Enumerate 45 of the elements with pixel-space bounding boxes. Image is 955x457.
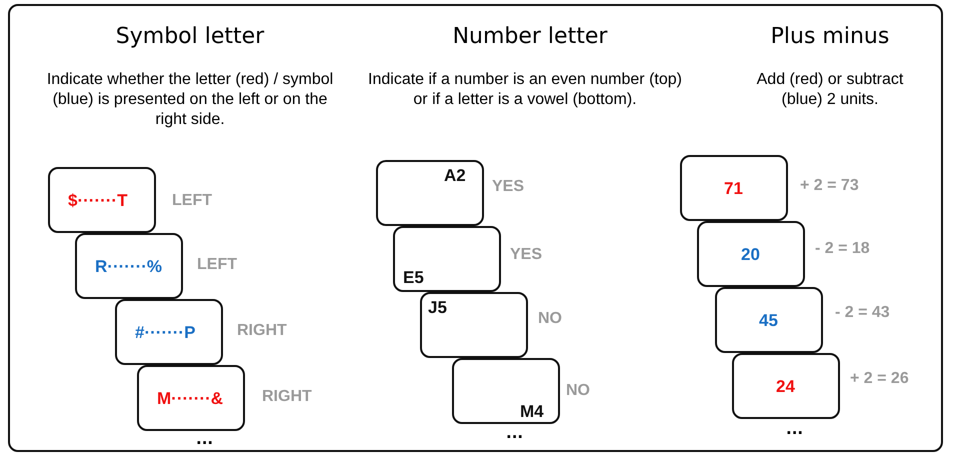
instruction-text: Add (red) or subtract (blue) 2 units. <box>756 70 904 110</box>
response-label: YES <box>510 246 542 264</box>
response-label: - 2 = 18 <box>815 240 870 258</box>
ellipsis: ... <box>506 424 524 442</box>
section-heading: Symbol letter <box>114 24 266 49</box>
stimulus-card <box>715 287 823 353</box>
stimulus-text: E5 <box>403 268 424 288</box>
instruction-text: Indicate whether the letter (red) / symbol (blue) is presented on the left or on the right side. <box>46 70 334 130</box>
stimulus-text: R·······% <box>95 257 162 277</box>
response-label: NO <box>538 310 562 328</box>
stimulus-card <box>137 365 245 431</box>
instruction-text: Indicate if a number is an even number (top) or if a letter is a vowel (bottom). <box>367 70 683 110</box>
stimulus-card <box>48 167 156 233</box>
stimulus-text: M4 <box>520 402 544 422</box>
stimulus-card <box>452 358 560 424</box>
stimulus-card <box>697 221 805 287</box>
response-label: NO <box>566 382 590 400</box>
response-label: RIGHT <box>237 322 287 340</box>
section-heading: Number letter <box>452 24 608 49</box>
response-label: YES <box>492 178 524 196</box>
stimulus-card <box>732 353 840 419</box>
stimulus-card <box>115 299 223 365</box>
response-label: - 2 = 43 <box>835 304 890 322</box>
stimulus-card <box>376 160 484 226</box>
response-label: LEFT <box>197 256 237 274</box>
stimulus-text: 24 <box>776 377 795 397</box>
stimulus-text: J5 <box>428 298 447 318</box>
stimulus-text: 71 <box>724 179 743 199</box>
response-label: LEFT <box>172 192 212 210</box>
stimulus-text: #·······P <box>135 323 196 343</box>
stimulus-text: A2 <box>444 166 466 186</box>
stimulus-card <box>393 226 501 292</box>
stimulus-card <box>420 292 528 358</box>
response-label: RIGHT <box>262 388 312 406</box>
stimulus-text: M·······& <box>157 389 224 409</box>
response-label: + 2 = 26 <box>850 370 909 388</box>
response-label: + 2 = 73 <box>800 177 859 195</box>
stimulus-text: 45 <box>759 311 778 331</box>
stimulus-text: $·······T <box>68 191 128 211</box>
section-heading: Plus minus <box>770 24 890 49</box>
ellipsis: ... <box>786 420 804 438</box>
stimulus-card <box>75 233 183 299</box>
stimulus-text: 20 <box>741 245 760 265</box>
ellipsis: ... <box>196 430 214 448</box>
stimulus-card <box>680 155 788 221</box>
